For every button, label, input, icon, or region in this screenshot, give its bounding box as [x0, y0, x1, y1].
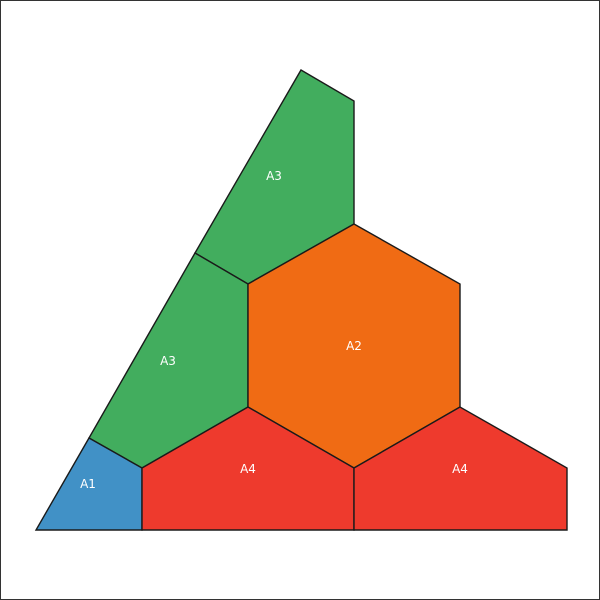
region-a1-corner: A1 [34, 437, 143, 531]
region-a3-middle-label: A3 [160, 354, 176, 368]
region-a4-right: A4 [353, 406, 568, 531]
region-a2-hexagon-label: A2 [346, 339, 362, 353]
region-a4-right-label: A4 [452, 462, 468, 476]
region-a4-left-label: A4 [240, 462, 256, 476]
region-a1-corner-label: A1 [80, 477, 96, 491]
region-a3-top-label: A3 [266, 169, 282, 183]
region-a4-right-shape [353, 406, 568, 531]
